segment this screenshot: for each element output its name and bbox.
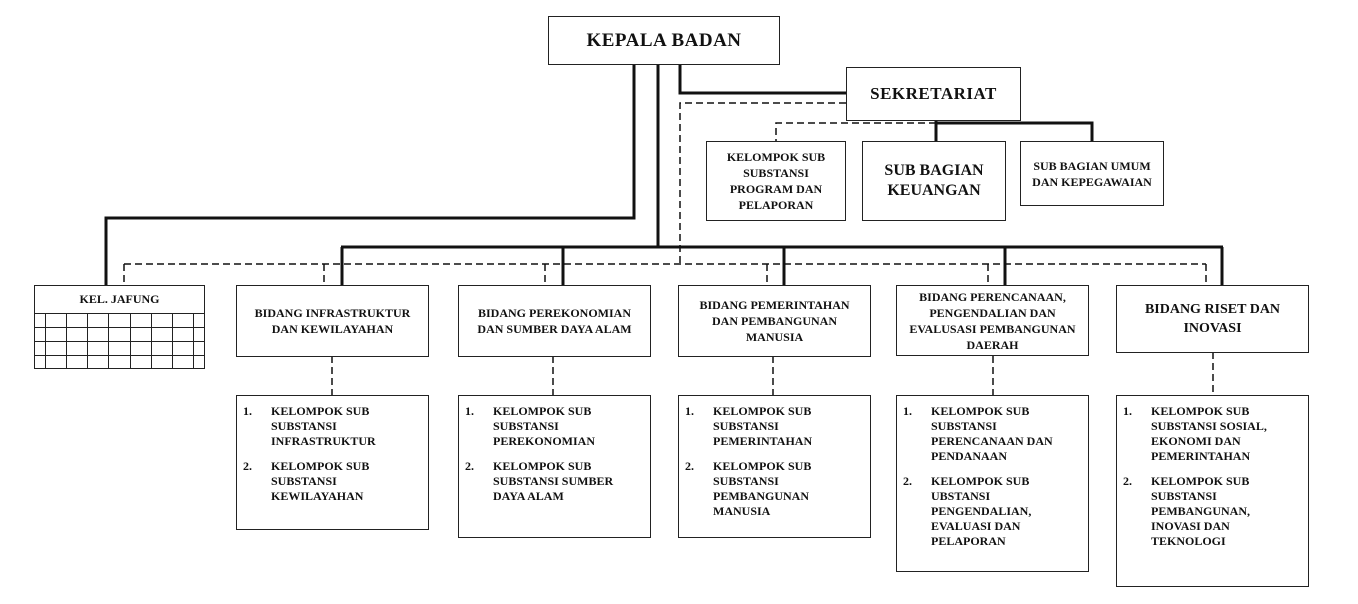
groups-box: 1. KELOMPOK SUB SUBSTANSI SOSIAL, EKONOMI…	[1116, 395, 1309, 587]
groups-box: 1. KELOMPOK SUB SUBSTANSI PEREKONOMIAN 2.…	[458, 395, 651, 538]
bidang-box: BIDANG PERENCANAAN, PENGENDALIAN DAN EVA…	[896, 285, 1089, 356]
group-text: KELOMPOK SUB SUBSTANSI SUMBER DAYA ALAM	[493, 459, 614, 503]
group-number: 1.	[465, 404, 474, 418]
group-item: 2. KELOMPOK SUB SUBSTANSI PEMBANGUNAN MAN…	[685, 459, 862, 519]
group-item: 1. KELOMPOK SUB SUBSTANSI SOSIAL, EKONOMI…	[1123, 404, 1300, 464]
group-text: KELOMPOK SUB SUBSTANSI PEMBANGUNAN, INOV…	[1151, 474, 1250, 548]
head-box: KEPALA BADAN	[548, 16, 780, 65]
sub-unit-label: KELOMPOK SUB SUBSTANSI PROGRAM DAN PELAP…	[726, 150, 826, 212]
bidang-title: BIDANG PEREKONOMIAN DAN SUMBER DAYA ALAM	[477, 306, 632, 336]
group-text: KELOMPOK SUB SUBSTANSI PEMERINTAHAN	[713, 404, 813, 448]
group-item: 2. KELOMPOK SUB SUBSTANSI SUMBER DAYA ALA…	[465, 459, 642, 504]
group-item: 1. KELOMPOK SUB SUBSTANSI PEMERINTAHAN	[685, 404, 862, 449]
sub-unit-label: SUB BAGIAN KEUANGAN	[884, 162, 984, 199]
group-text: KELOMPOK SUB SUBSTANSI KEWILAYAHAN	[271, 459, 370, 503]
sub-unit-finance: SUB BAGIAN KEUANGAN	[862, 141, 1006, 221]
sub-unit-label: SUB BAGIAN UMUM DAN KEPEGAWAIAN	[1032, 158, 1152, 189]
bidang-title: BIDANG PERENCANAAN, PENGENDALIAN DAN EVA…	[909, 289, 1076, 352]
group-number: 1.	[243, 404, 252, 418]
groups-box: 1. KELOMPOK SUB SUBSTANSI INFRASTRUKTUR 2…	[236, 395, 429, 530]
secretariat-label: SEKRETARIAT	[870, 84, 997, 103]
group-item: 1. KELOMPOK SUB SUBSTANSI PERENCANAAN DAN…	[903, 404, 1080, 464]
group-text: KELOMPOK SUB UBSTANSI PENGENDALIAN, EVAL…	[931, 474, 1032, 548]
group-number: 2.	[1123, 474, 1132, 488]
group-item: 2. KELOMPOK SUB SUBSTANSI PEMBANGUNAN, IN…	[1123, 474, 1300, 549]
jafung-grid	[35, 314, 204, 369]
group-item: 1. KELOMPOK SUB SUBSTANSI PEREKONOMIAN	[465, 404, 642, 449]
group-text: KELOMPOK SUB SUBSTANSI INFRASTRUKTUR	[271, 404, 376, 448]
bidang-box: BIDANG INFRASTRUKTUR DAN KEWILAYAHAN	[236, 285, 429, 357]
group-number: 2.	[465, 459, 474, 473]
jafung-box: KEL. JAFUNG	[34, 285, 205, 369]
groups-box: 1. KELOMPOK SUB SUBSTANSI PERENCANAAN DAN…	[896, 395, 1089, 572]
bidang-box: BIDANG RISET DAN INOVASI	[1116, 285, 1309, 353]
head-label: KEPALA BADAN	[586, 29, 742, 51]
group-text: KELOMPOK SUB SUBSTANSI PEREKONOMIAN	[493, 404, 595, 448]
group-text: KELOMPOK SUB SUBSTANSI SOSIAL, EKONOMI D…	[1151, 404, 1267, 463]
group-item: 2. KELOMPOK SUB SUBSTANSI KEWILAYAHAN	[243, 459, 420, 504]
groups-box: 1. KELOMPOK SUB SUBSTANSI PEMERINTAHAN 2.…	[678, 395, 871, 538]
bidang-title: BIDANG INFRASTRUKTUR DAN KEWILAYAHAN	[254, 306, 411, 336]
group-number: 2.	[243, 459, 252, 473]
bidang-box: BIDANG PEREKONOMIAN DAN SUMBER DAYA ALAM	[458, 285, 651, 357]
group-number: 1.	[903, 404, 912, 418]
bidang-title: BIDANG PEMERINTAHAN DAN PEMBANGUNAN MANU…	[699, 298, 850, 344]
group-item: 2. KELOMPOK SUB UBSTANSI PENGENDALIAN, EV…	[903, 474, 1080, 549]
jafung-label: KEL. JAFUNG	[35, 286, 204, 314]
group-number: 2.	[685, 459, 694, 473]
group-item: 1. KELOMPOK SUB SUBSTANSI INFRASTRUKTUR	[243, 404, 420, 449]
group-text: KELOMPOK SUB SUBSTANSI PERENCANAAN DAN P…	[931, 404, 1053, 463]
bidang-box: BIDANG PEMERINTAHAN DAN PEMBANGUNAN MANU…	[678, 285, 871, 357]
group-number: 1.	[1123, 404, 1132, 418]
bidang-title: BIDANG RISET DAN INOVASI	[1144, 302, 1281, 336]
secretariat-box: SEKRETARIAT	[846, 67, 1021, 121]
group-number: 1.	[685, 404, 694, 418]
sub-unit-general: SUB BAGIAN UMUM DAN KEPEGAWAIAN	[1020, 141, 1164, 206]
group-text: KELOMPOK SUB SUBSTANSI PEMBANGUNAN MANUS…	[713, 459, 812, 518]
group-number: 2.	[903, 474, 912, 488]
sub-unit-program: KELOMPOK SUB SUBSTANSI PROGRAM DAN PELAP…	[706, 141, 846, 221]
